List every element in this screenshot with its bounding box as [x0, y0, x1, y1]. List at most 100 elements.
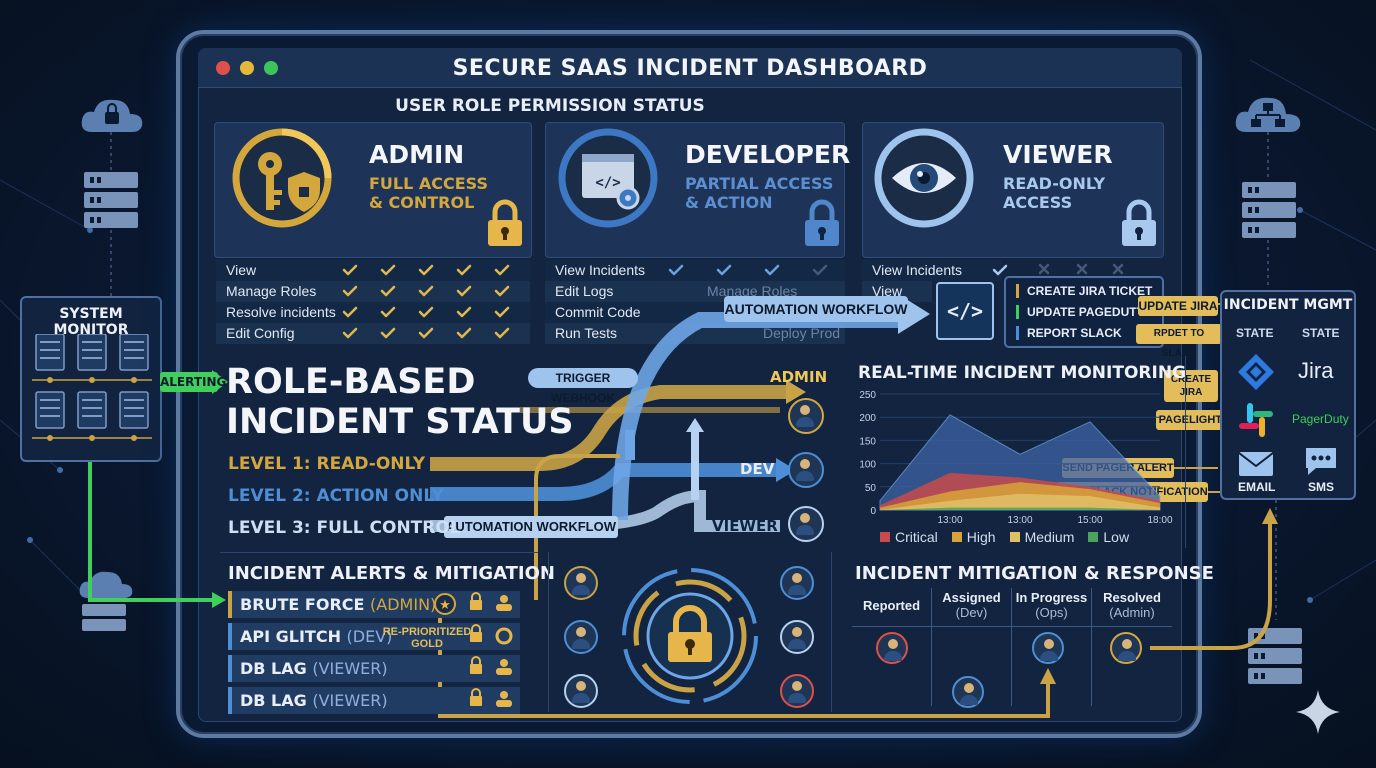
alert-name: API GLITCH — [240, 627, 341, 646]
admin-role-desc-1: FULL ACCESS — [369, 174, 489, 193]
admin-role-name: ADMIN — [369, 140, 465, 169]
alert-name: DB LAG — [240, 659, 307, 678]
jira-icon[interactable] — [1236, 352, 1276, 392]
permission-row: Edit Config — [216, 323, 530, 344]
x-tick-label: 13:00 — [1007, 515, 1032, 526]
app-title: SECURE SAAS INCIDENT DASHBOARD — [452, 56, 928, 81]
viewer-target-label: VIEWER — [712, 517, 778, 535]
alerting-tag: ALERTING — [160, 372, 226, 392]
state-header: STATE — [1302, 326, 1340, 340]
user-avatar[interactable] — [780, 566, 814, 600]
incident-mgmt-title: INCIDENT MGMT — [1223, 297, 1353, 313]
security-hub-panel — [548, 552, 832, 712]
system-monitor-panel: SYSTEM MONITOR — [20, 296, 162, 462]
window-close-dot[interactable] — [216, 61, 230, 75]
user-avatar[interactable] — [564, 674, 598, 708]
monitoring-title: REAL-TIME INCIDENT MONITORING — [858, 363, 1187, 383]
alert-role: (DEV) — [346, 627, 393, 646]
admin-role-desc-2: & CONTROL — [369, 193, 475, 212]
faded-permission-label: Deploy Prod — [763, 325, 841, 341]
permission-label: View Incidents — [555, 262, 646, 278]
mitigation-column: Resolved(Admin) — [1092, 588, 1172, 706]
reprioritized-label: RE-PRIORITIZED GOLD — [382, 626, 472, 650]
email-label: EMAIL — [1238, 480, 1276, 494]
permission-label: Edit Config — [226, 325, 295, 341]
y-tick-label: 250 — [859, 390, 876, 401]
email-icon[interactable] — [1238, 450, 1274, 478]
divider — [220, 552, 538, 553]
mitigation-column-sub: (Admin) — [1109, 605, 1155, 620]
mitigation-column: Assigned(Dev) — [932, 588, 1012, 706]
report-slack-action[interactable]: REPORT SLACK — [1016, 326, 1122, 340]
mitigation-column-label: In Progress — [1015, 590, 1088, 605]
developer-role-desc-2: & ACTION — [685, 193, 773, 212]
mitigation-column: Reported — [852, 588, 932, 706]
legend-item[interactable]: High — [951, 529, 996, 545]
y-tick-label: 50 — [865, 483, 877, 494]
server-rack-icon — [1242, 182, 1296, 244]
cloud-network-icon — [1232, 90, 1308, 140]
user-avatar[interactable] — [564, 620, 598, 654]
viewer-role-name: VIEWER — [1003, 140, 1113, 169]
create-jira-tag: CREATE JIRA — [1164, 370, 1218, 402]
series-area-low — [880, 507, 1160, 510]
slack-icon[interactable] — [1238, 402, 1274, 438]
mitigation-header-divider — [852, 626, 1172, 627]
user-avatar[interactable] — [780, 620, 814, 654]
user-avatar[interactable] — [564, 566, 598, 600]
developer-role-desc-1: PARTIAL ACCESS — [685, 174, 834, 193]
y-tick-label: 150 — [859, 436, 876, 447]
viewer-checkmarks — [992, 263, 1124, 276]
alert-action-icons: ★ — [434, 592, 513, 707]
create-jira-ticket-action[interactable]: CREATE JIRA TICKET — [1016, 284, 1152, 298]
assignee-avatar[interactable] — [952, 676, 984, 708]
sms-label: SMS — [1308, 480, 1335, 494]
legend-swatch — [951, 532, 962, 542]
developer-checkmarks — [668, 264, 828, 276]
permission-label: View Incidents — [872, 262, 963, 278]
alert-role: (ADMIN) — [370, 595, 437, 614]
permission-label: Commit Code — [555, 304, 641, 320]
lock-icon — [488, 199, 522, 246]
automation-workflow-bottom[interactable]: AUTOMATION WORKFLOW — [444, 516, 618, 538]
permission-label: Edit Logs — [555, 283, 614, 299]
automation-workflow-top[interactable]: AUTOMATION WORKFLOW — [724, 296, 908, 322]
mitigation-column: In Progress(Ops) — [1012, 588, 1092, 706]
server-grid-icon — [32, 334, 152, 441]
mitigation-column-sub: (Ops) — [1035, 605, 1068, 620]
sms-icon[interactable] — [1304, 446, 1338, 476]
assignee-avatar[interactable] — [876, 632, 908, 664]
legend-item[interactable]: Critical — [880, 529, 938, 545]
dev-target-label: DEV — [740, 460, 775, 478]
legend-item[interactable]: Low — [1088, 529, 1129, 545]
assignee-avatar[interactable] — [1110, 632, 1142, 664]
code-window-icon: </> — [558, 128, 658, 228]
svg-text:</>: </> — [595, 175, 620, 191]
user-avatar[interactable] — [780, 674, 814, 708]
admin-checkmarks — [342, 264, 510, 339]
window-minimize-dot[interactable] — [240, 61, 254, 75]
developer-role-name: DEVELOPER — [685, 140, 851, 169]
window-maximize-dot[interactable] — [264, 61, 278, 75]
assignee-avatar[interactable] — [1032, 632, 1064, 664]
level-1-label: LEVEL 1: READ-ONLY — [228, 454, 426, 474]
pagerduty-label: PagerDuty — [1292, 412, 1349, 426]
legend-item[interactable]: Medium — [1009, 529, 1074, 545]
sparkle-icon — [1294, 688, 1342, 740]
trigger-webhook-tag[interactable]: TRIGGER WEBHOOK — [528, 368, 638, 405]
alert-name: DB LAG — [240, 691, 307, 710]
permission-row: View — [216, 260, 530, 281]
alert-item-db-lag[interactable]: DB LAG (VIEWER) — [228, 687, 520, 714]
viewer-role-desc-2: ACCESS — [1003, 193, 1073, 212]
level-3-label: LEVEL 3: FULL CONTROL — [228, 518, 461, 538]
jira-label: Jira — [1298, 358, 1334, 383]
monitoring-panel — [846, 356, 1186, 548]
legend-swatch — [1009, 532, 1020, 542]
permission-label: Resolve incidents — [226, 304, 336, 320]
x-tick-label: 18:00 — [1147, 515, 1172, 526]
x-tick-label: 13:00 — [937, 515, 962, 526]
update-pagerduty-action[interactable]: UPDATE PAGEDUTY — [1016, 305, 1145, 319]
